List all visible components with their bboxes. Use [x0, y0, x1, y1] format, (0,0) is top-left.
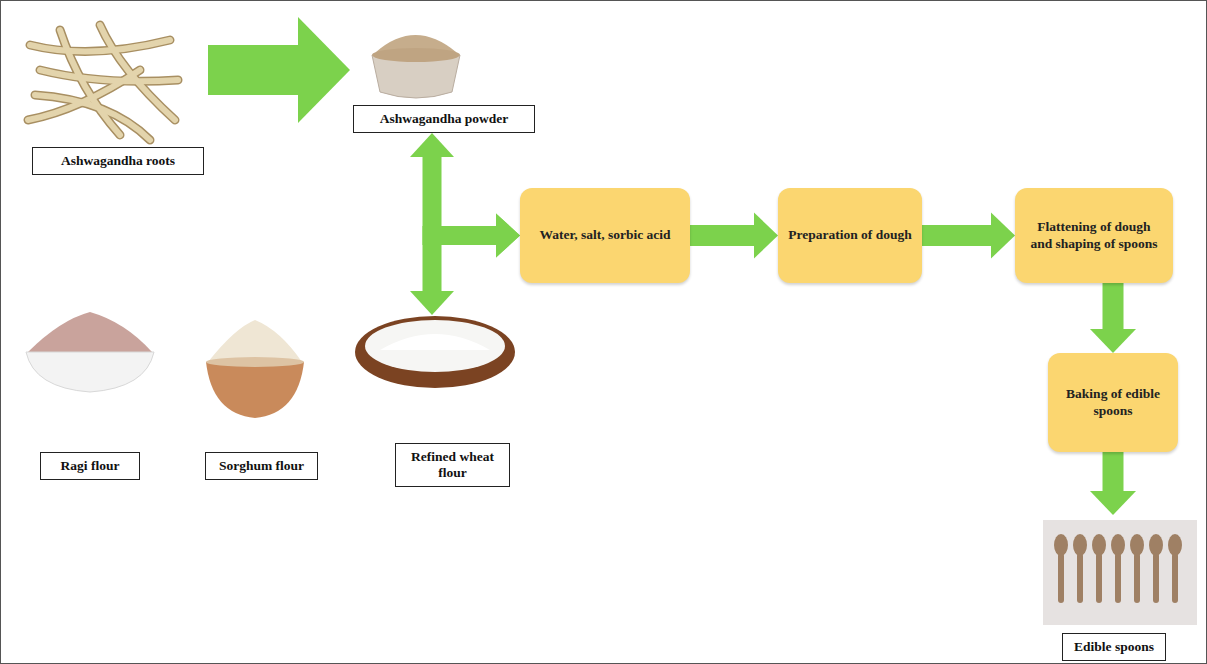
ingredient-label: Ashwagandha powder — [353, 105, 535, 133]
arrow-head — [991, 213, 1015, 259]
photo-node: Sorghum flour — [200, 313, 322, 482]
photo-node: Edible spoons — [1040, 515, 1200, 661]
process-box: Baking of edible spoons — [1048, 353, 1178, 452]
arrow-head — [754, 213, 778, 259]
arrow-head — [496, 214, 520, 258]
process-text: Baking of edible spoons — [1058, 386, 1168, 420]
flow-arrow — [208, 17, 350, 123]
arrow-shaft — [1103, 283, 1124, 330]
arrow-head — [496, 214, 520, 258]
arrow-head — [410, 133, 454, 157]
ragi-photo — [26, 312, 154, 392]
arrow-shaft — [432, 156, 497, 236]
photo-node: Ashwagandha powder — [350, 22, 538, 133]
process-text: Preparation of dough — [788, 227, 912, 244]
flow-arrow — [410, 214, 520, 316]
arrow-shaft — [690, 225, 755, 246]
sorghum-photo — [206, 320, 304, 418]
arrow-shaft — [922, 225, 992, 246]
photo-node: Ashwagandha roots — [18, 12, 208, 178]
product-label: Edible spoons — [1062, 633, 1166, 661]
ingredient-label: Ragi flour — [40, 452, 140, 480]
photo-node: Refined wheat flour — [352, 315, 518, 490]
arrow-head — [1090, 491, 1136, 515]
arrow-head — [410, 291, 454, 315]
ingredient-label: Refined wheat flour — [395, 443, 510, 487]
arrow-head — [298, 17, 350, 123]
roots-photo — [28, 25, 178, 140]
process-box: Preparation of dough — [778, 188, 922, 283]
wheat-photo — [355, 316, 515, 388]
photo-node: Ragi flour — [22, 305, 158, 482]
arrow-shaft — [1103, 452, 1124, 492]
arrow-shaft — [432, 236, 497, 293]
spoons-photo — [1043, 520, 1197, 625]
arrow-head — [1090, 329, 1136, 353]
process-text: Water, salt, sorbic acid — [539, 227, 670, 244]
flow-arrow — [922, 213, 1015, 259]
powder-photo — [372, 35, 460, 98]
arrow-shaft — [208, 45, 299, 95]
process-box: Water, salt, sorbic acid — [520, 188, 690, 283]
flow-arrow — [690, 213, 778, 259]
process-box: Flattening of dough and shaping of spoon… — [1015, 188, 1173, 283]
flow-arrow — [1090, 283, 1136, 353]
ingredient-label: Ashwagandha roots — [32, 147, 204, 175]
process-text: Flattening of dough and shaping of spoon… — [1025, 219, 1163, 253]
ingredient-label: Sorghum flour — [205, 452, 318, 480]
flow-arrow — [1090, 452, 1136, 515]
